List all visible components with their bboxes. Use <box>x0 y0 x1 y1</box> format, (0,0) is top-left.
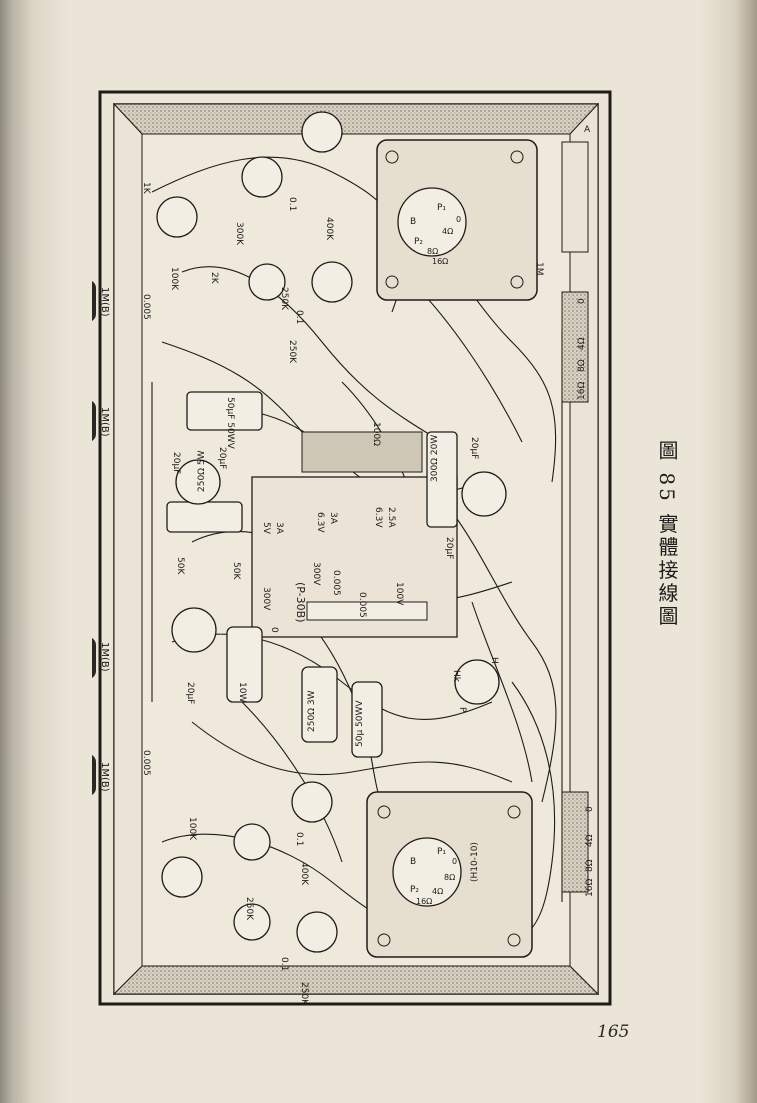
component-c13: 250Ω 5W <box>197 450 207 492</box>
component-c22: 250Ω 3W <box>307 690 317 732</box>
tube-bottom-p1: P₁ <box>437 847 446 857</box>
tube-top-p2: P₂ <box>414 237 423 247</box>
output-tap-bottom-16: 16Ω <box>585 879 595 897</box>
tube-bottom-0: 0 <box>452 857 457 866</box>
voltage-63v-b-current: 2.5A <box>386 507 396 528</box>
component-c6: 2K <box>209 272 219 285</box>
component-c31: P <box>457 707 467 713</box>
component-c11: 20μF <box>171 452 181 474</box>
component-c2: 0.1 <box>287 197 297 211</box>
component-c19: 20μF <box>444 537 454 559</box>
figure-caption: 圖 85 實體接線圖 <box>655 440 679 629</box>
pot-2-label: 1M(B) <box>99 407 110 437</box>
component-c27: 250K <box>244 897 254 921</box>
tube-bottom-p2: P₂ <box>410 885 419 895</box>
power-transformer-board <box>251 431 458 638</box>
voltage-5v: 5V <box>261 522 271 535</box>
tube-bottom-4ohm: 4Ω <box>432 887 443 896</box>
output-tap-top-4: 4Ω <box>577 337 587 350</box>
output-tap-top-0: 0 <box>577 298 587 304</box>
component-c28: 0.1 <box>279 957 289 971</box>
lower-tube-sockets <box>161 781 338 953</box>
component-c12: 20μF <box>217 447 227 469</box>
component-c7: 250K <box>279 287 289 311</box>
pot-cap-2: 0.005 <box>141 750 151 776</box>
component-c33: 1M <box>534 262 544 276</box>
component-c25: 100K <box>187 817 197 841</box>
pot-cap-1: 0.005 <box>141 294 151 320</box>
voltage-63v-a: 6.3V <box>315 512 325 533</box>
component-c23: 50μ 50WV <box>355 700 365 747</box>
component-c5: 100K <box>169 267 179 291</box>
voltage-100v: 100V <box>394 582 404 606</box>
voltage-63v-b: 6.3V <box>373 507 383 528</box>
tube-bottom-16ohm: 16Ω <box>416 897 432 906</box>
component-c8: 0.1 <box>294 310 304 324</box>
component-c24: 0.1 <box>294 832 304 846</box>
tube-bottom-model: (H10-10) <box>470 842 480 882</box>
output-tap-bottom-0: 0 <box>585 806 595 812</box>
tube-top-16ohm: 16Ω <box>432 257 448 266</box>
power-transformer-model: (P-30B) <box>294 582 307 623</box>
upper-tube-sockets <box>156 111 353 303</box>
tube-top-0: 0 <box>456 215 461 224</box>
component-c3: 400K <box>324 217 334 241</box>
output-tap-top-8: 8Ω <box>577 359 587 372</box>
voltage-63v-a-current: 3A <box>328 512 338 525</box>
component-c32: H <box>489 657 499 664</box>
voltage-300v-b: 300V <box>311 562 321 586</box>
diagram-labels: 16Ω 8Ω 4Ω 0 16Ω 8Ω 4Ω 0 B P₁ P₂ 8Ω 4Ω 0 … <box>99 125 595 1006</box>
tube-bottom-8ohm: 8Ω <box>444 873 455 882</box>
component-c4: 300K <box>234 222 244 246</box>
pot-3-label: 1M(B) <box>99 642 110 672</box>
component-c10: 50μF 50WV <box>225 397 235 450</box>
output-transformer-bottom <box>366 791 533 958</box>
component-c34: A <box>584 125 591 135</box>
component-c20: 10W <box>237 682 247 702</box>
component-c14: 50K <box>175 557 185 575</box>
output-tap-bottom-4: 4Ω <box>585 834 595 847</box>
component-c21: 20μF <box>185 682 195 704</box>
filter-components <box>166 391 507 758</box>
tube-top-8ohm: 8Ω <box>427 247 438 256</box>
component-c17: 20μF <box>469 437 479 459</box>
pot-4-label: 1M(B) <box>99 762 110 792</box>
tube-top-p1: P₁ <box>437 203 446 213</box>
potentiometer-knobs <box>92 281 96 795</box>
voltage-0: 0 <box>269 627 279 633</box>
output-tap-bottom-8: 8Ω <box>585 859 595 872</box>
component-c1: 1K <box>141 182 151 195</box>
component-c15: 50K <box>231 562 241 580</box>
component-c18: 300Ω 20W <box>430 435 440 482</box>
wiring-diagram: 16Ω 8Ω 4Ω 0 16Ω 8Ω 4Ω 0 B P₁ P₂ 8Ω 4Ω 0 … <box>92 82 620 1020</box>
page-number: 165 <box>597 1022 630 1042</box>
component-c30: Hk <box>451 670 461 683</box>
speaker-terminals <box>561 141 589 893</box>
voltage-5v-current: 3A <box>274 522 284 535</box>
component-c29: 250K <box>299 982 309 1006</box>
output-tap-top-16: 16Ω <box>577 382 587 400</box>
component-c16: 100Ω <box>371 422 381 446</box>
tube-top-4ohm: 4Ω <box>442 227 453 236</box>
output-transformer-top <box>376 139 538 301</box>
pot-1-label: 1M(B) <box>99 287 110 317</box>
tube-top-b: B <box>410 217 416 227</box>
voltage-300v-a: 300V <box>261 587 271 611</box>
tube-bottom-b: B <box>410 857 416 867</box>
component-c26: 400K <box>299 862 309 886</box>
component-c9: 250K <box>287 340 297 364</box>
cap-mid-0005-b: 0.005 <box>357 592 367 618</box>
cap-mid-0005-a: 0.005 <box>331 570 341 596</box>
